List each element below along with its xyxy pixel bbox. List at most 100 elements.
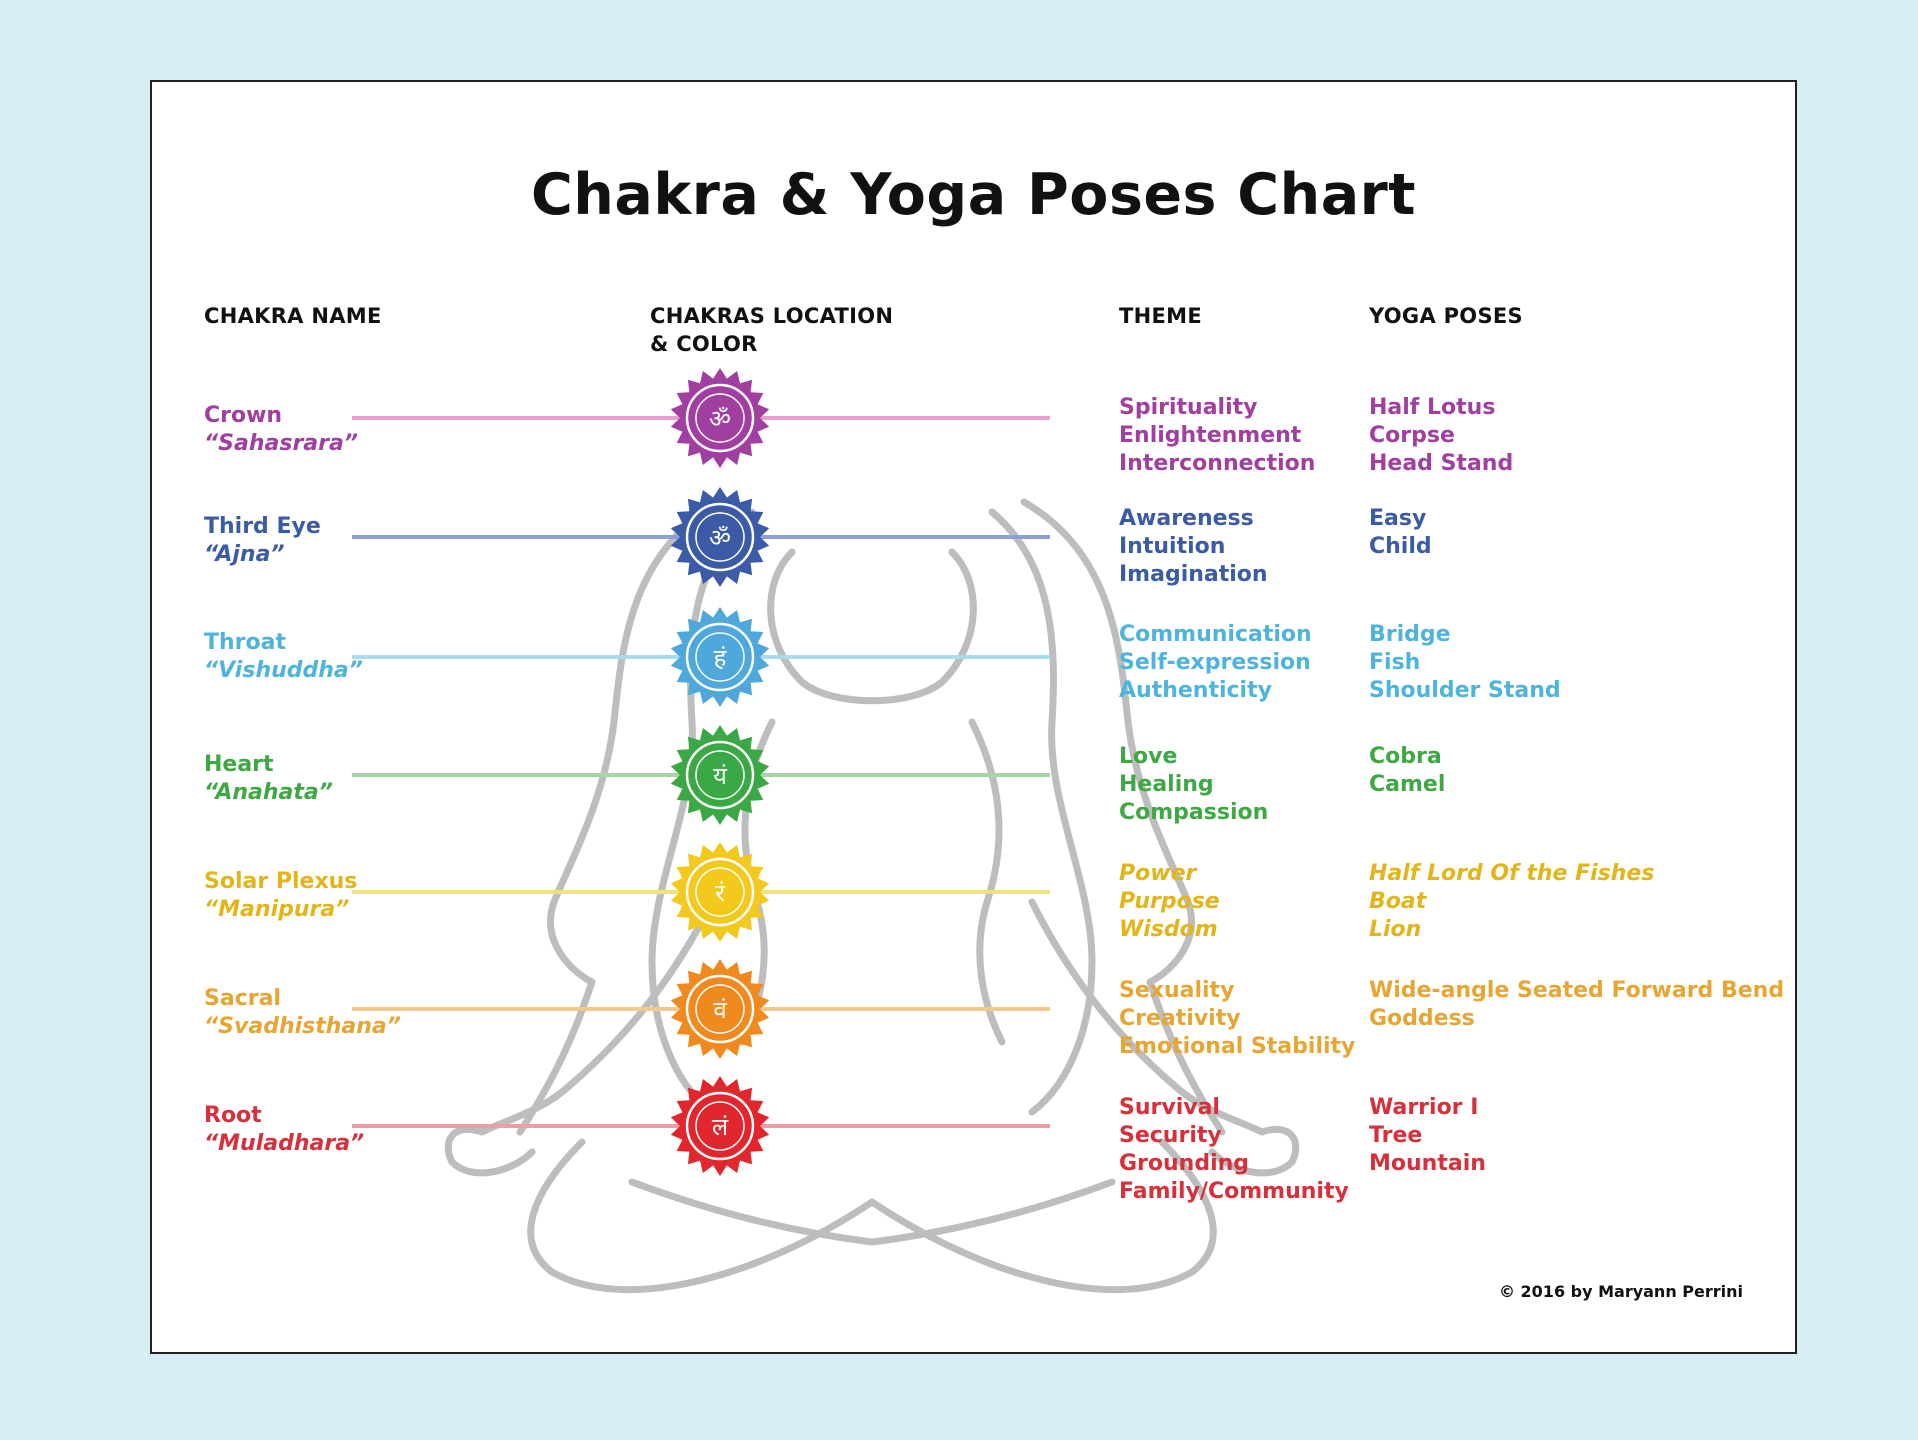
chakra-sanskrit-name: “Vishuddha” bbox=[204, 658, 363, 683]
yoga-pose-item: Child bbox=[1369, 534, 1432, 559]
chakra-petals bbox=[670, 607, 770, 707]
chakra-symbol-icon: ॐ bbox=[709, 524, 731, 552]
yoga-pose-item: Boat bbox=[1369, 889, 1427, 914]
chakra-petals bbox=[670, 959, 770, 1059]
chakra-name: Solar Plexus bbox=[204, 869, 358, 894]
chakra-name-cell: Heart“Anahata” bbox=[204, 751, 333, 807]
chakra-name: Heart bbox=[204, 752, 274, 777]
header-location-line1: CHAKRAS LOCATION bbox=[650, 304, 894, 328]
header-chakra-location: CHAKRAS LOCATION & COLOR bbox=[650, 302, 893, 358]
chakra-wheel: ॐ bbox=[670, 368, 770, 468]
chakra-petals bbox=[670, 1076, 770, 1176]
chakra-wheels: ॐॐहंयंरंवंलं bbox=[670, 368, 770, 1176]
chakra-inner-ring bbox=[695, 393, 745, 443]
header-location-line2: & COLOR bbox=[650, 332, 758, 356]
chakra-sanskrit-name: “Manipura” bbox=[204, 897, 350, 922]
yoga-pose-item: Cobra bbox=[1369, 744, 1442, 769]
chakra-symbol-icon: हं bbox=[714, 644, 728, 672]
theme-item: Interconnection bbox=[1119, 451, 1316, 476]
chakra-name-cell: Throat“Vishuddha” bbox=[204, 629, 363, 685]
yoga-pose-item: Fish bbox=[1369, 650, 1421, 675]
yoga-pose-item: Half Lord Of the Fishes bbox=[1369, 861, 1655, 886]
chakra-ring bbox=[685, 740, 755, 810]
chakra-symbol-icon: यं bbox=[713, 762, 728, 790]
chakra-ring bbox=[685, 857, 755, 927]
chakra-sanskrit-name: “Muladhara” bbox=[204, 1131, 365, 1156]
chakra-inner-ring bbox=[695, 750, 745, 800]
theme-item: Love bbox=[1119, 744, 1178, 769]
yoga-pose-item: Goddess bbox=[1369, 1006, 1475, 1031]
theme-item: Security bbox=[1119, 1123, 1222, 1148]
yoga-pose-item: Camel bbox=[1369, 772, 1446, 797]
header-theme: THEME bbox=[1119, 304, 1202, 328]
page-title: Chakra & Yoga Poses Chart bbox=[530, 162, 1417, 228]
chakra-symbol-icon: वं bbox=[713, 996, 727, 1024]
theme-item: Imagination bbox=[1119, 562, 1268, 587]
yoga-pose-item: Mountain bbox=[1369, 1151, 1486, 1176]
yoga-pose-item: Shoulder Stand bbox=[1369, 678, 1561, 703]
chakra-ring bbox=[685, 502, 755, 572]
yoga-pose-item: Warrior I bbox=[1369, 1095, 1479, 1120]
theme-item: Creativity bbox=[1119, 1006, 1241, 1031]
chakra-name: Sacral bbox=[204, 986, 281, 1011]
chakra-name-cell: Solar Plexus “Manipura” bbox=[204, 868, 357, 924]
theme-item: Spirituality bbox=[1119, 395, 1258, 420]
chakra-wheel: यं bbox=[670, 725, 770, 825]
theme-item: Authenticity bbox=[1119, 678, 1272, 703]
theme-item: Grounding bbox=[1119, 1151, 1250, 1176]
chakra-name-cell: Root “Muladhara” bbox=[204, 1102, 364, 1158]
theme-item: Wisdom bbox=[1119, 917, 1218, 942]
theme-item: Family/Community bbox=[1119, 1179, 1349, 1204]
yoga-pose-item: Corpse bbox=[1369, 423, 1455, 448]
chakra-ring bbox=[685, 1091, 755, 1161]
theme-item: Power bbox=[1119, 861, 1197, 886]
chakra-inner-ring bbox=[695, 867, 745, 917]
chakra-name: Root bbox=[204, 1103, 262, 1128]
theme-item: Communication bbox=[1119, 622, 1312, 647]
theme-item: Awareness bbox=[1119, 506, 1254, 531]
chakra-petals bbox=[670, 725, 770, 825]
theme-item: Intuition bbox=[1119, 534, 1226, 559]
chakra-petals bbox=[670, 842, 770, 942]
chakra-name-cell: Sacral “Svadhisthana” bbox=[204, 985, 401, 1041]
theme-item: Survival bbox=[1119, 1095, 1220, 1120]
theme-item: Purpose bbox=[1119, 889, 1220, 914]
chakra-wheel: वं bbox=[670, 959, 770, 1059]
chakra-symbol-icon: रं bbox=[715, 879, 726, 907]
chakra-sanskrit-name: “Svadhisthana” bbox=[204, 1014, 401, 1039]
chakra-ring bbox=[685, 974, 755, 1044]
yoga-pose-item: Bridge bbox=[1369, 622, 1451, 647]
theme-item: Emotional Stability bbox=[1119, 1034, 1356, 1059]
chakra-name-cell: Crown“Sahasrara” bbox=[204, 402, 358, 458]
yoga-pose-item: Easy bbox=[1369, 506, 1427, 531]
header-chakra-name: CHAKRA NAME bbox=[204, 304, 382, 328]
chakra-ring bbox=[685, 383, 755, 453]
chakra-wheel: ॐ bbox=[670, 487, 770, 587]
theme-item: Sexuality bbox=[1119, 978, 1235, 1003]
chakra-ring bbox=[685, 622, 755, 692]
yoga-pose-item: Wide-angle Seated Forward Bend bbox=[1369, 978, 1785, 1003]
yoga-pose-item: Half Lotus bbox=[1369, 395, 1496, 420]
chakra-inner-ring bbox=[695, 632, 745, 682]
theme-item: Compassion bbox=[1119, 800, 1269, 825]
chakra-name: Third Eye bbox=[204, 514, 321, 539]
chakra-name: Crown bbox=[204, 403, 283, 428]
chakra-inner-ring bbox=[695, 984, 745, 1034]
meditating-figure-illustration: ॐॐहंयंरंवंलं bbox=[352, 368, 1300, 1294]
chart-poster: Chakra & Yoga Poses Chart CHAKRA NAME CH… bbox=[150, 80, 1797, 1354]
chakra-wheel: हं bbox=[670, 607, 770, 707]
yoga-pose-item: Lion bbox=[1369, 917, 1422, 942]
theme-item: Healing bbox=[1119, 772, 1214, 797]
chakra-petals bbox=[670, 368, 770, 468]
